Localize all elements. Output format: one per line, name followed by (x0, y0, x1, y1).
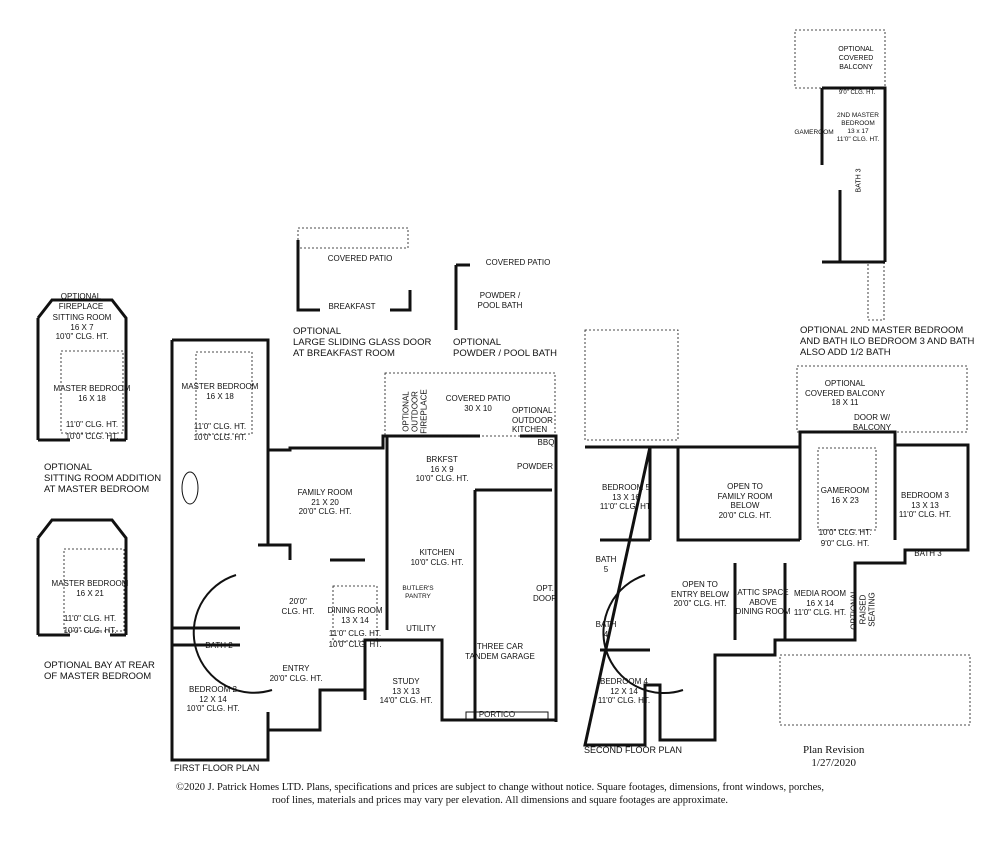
butlers-pantry-label: BUTLER'S PANTRY (402, 585, 434, 600)
powder-label: POWDER (517, 462, 553, 471)
bay-master-bedroom-label: MASTER BEDROOM 16 X 21 (51, 579, 129, 598)
attic-label: ATTIC SPACE ABOVE DINING ROOM (735, 588, 791, 616)
copyright-footer: ©2020 J. Patrick Homes LTD. Plans, speci… (176, 782, 824, 806)
pool-covered-patio-label: COVERED PATIO (485, 258, 551, 267)
dining-clg-label: 11'0" CLG. HT. 10'0" CLG. HT. (328, 629, 382, 649)
balcony-label: OPTIONAL COVERED BALCONY 18 X 11 (804, 379, 886, 407)
dining-room-label: DINING ROOM 13 X 14 (327, 606, 383, 625)
utility-label: UTILITY (406, 624, 436, 633)
outdoor-fireplace-label: OPTIONAL OUTDOOR FIREPLACE (401, 389, 429, 434)
opt2-bath-label: BATH 3 (855, 168, 863, 193)
opt-door-label: OPT. DOOR (533, 584, 557, 603)
bedroom2-label: BEDROOM 2 12 X 14 10'0" CLG. HT. (186, 685, 240, 713)
sitting-room-caption: OPTIONAL SITTING ROOM ADDITION AT MASTER… (44, 462, 162, 495)
bedroom5-label: BEDROOM 5 13 X 16 11'0" CLG. HT. (599, 483, 653, 511)
door-balcony-label: DOOR W/ BALCONY (852, 413, 892, 432)
gameroom-clg-label: 10'0" CLG. HT. 9'0" CLG. HT. (818, 528, 872, 548)
portico-label: PORTICO (478, 710, 516, 719)
open-family-label: OPEN TO FAMILY ROOM BELOW 20'0" CLG. HT. (717, 482, 773, 520)
open-entry-label: OPEN TO ENTRY BELOW 20'0" CLG. HT. (671, 580, 729, 608)
bbq-label: BBQ (537, 438, 555, 447)
family-room-label: FAMILY ROOM 21 X 20 20'0" CLG. HT. (297, 488, 353, 516)
foyer-clg-label: 20'0" CLG. HT. (281, 597, 315, 616)
optional-fireplace-label: OPTIONAL FIREPLACE (58, 292, 104, 311)
bedroom4-label: BEDROOM 4 12 X 14 11'0" CLG. HT. (597, 677, 651, 705)
bath5-label: BATH 5 (595, 555, 617, 574)
brkfst-label: BRKFST 16 X 9 10'0" CLG. HT. (415, 455, 469, 483)
pool-bath-label: POWDER / POOL BATH (477, 291, 523, 310)
option-master-clg-label: 11'0" CLG. HT. 10'0" CLG. HT. (65, 420, 119, 441)
bay-caption: OPTIONAL BAY AT REAR OF MASTER BEDROOM (44, 660, 155, 682)
raised-seating-label: OPTIONAL RAISED SEATING (849, 589, 877, 630)
option-master-bedroom-label: MASTER BEDROOM 16 X 18 (53, 384, 131, 403)
bay-master-clg-label: 11'0" CLG. HT. 10'0" CLG. HT. (63, 614, 117, 635)
opt2-clg-label: 9'0" CLG. HT. (838, 90, 876, 96)
opt-breakfast-label: BREAKFAST (328, 302, 376, 311)
opt2-gameroom-label: GAMEROOM (794, 129, 834, 136)
garage-label: THREE CAR TANDEM GARAGE (465, 642, 535, 661)
study-label: STUDY 13 X 13 14'0" CLG. HT. (379, 677, 433, 705)
plan-revision: Plan Revision 1/27/2020 (803, 744, 865, 769)
gameroom-label: GAMEROOM 16 X 23 (820, 486, 870, 505)
entry-label: ENTRY 20'0" CLG. HT. (269, 664, 323, 683)
opt-covered-patio-label: COVERED PATIO (327, 254, 393, 263)
outdoor-kitchen-label: OPTIONAL OUTDOOR KITCHEN (512, 406, 553, 434)
bedroom3-label: BEDROOM 3 13 X 13 11'0" CLG. HT. (898, 491, 952, 519)
bath2-label: BATH 2 (205, 641, 233, 650)
media-room-label: MEDIA ROOM 16 X 14 11'0" CLG. HT. (793, 589, 847, 617)
opt2-master-label: 2ND MASTER BEDROOM 13 x 17 11'0" CLG. HT… (836, 112, 880, 143)
second-floor-title: SECOND FLOOR PLAN (584, 745, 683, 755)
covered-patio-label: COVERED PATIO 30 X 10 (445, 394, 511, 413)
kitchen-label: KITCHEN 10'0" CLG. HT. (410, 548, 464, 567)
first-floor-title: FIRST FLOOR PLAN (174, 763, 260, 773)
sitting-room-label: SITTING ROOM 16 X 7 10'0" CLG. HT. (52, 313, 112, 341)
sliding-door-caption: OPTIONAL LARGE SLIDING GLASS DOOR AT BRE… (293, 326, 432, 359)
opt2-caption: OPTIONAL 2ND MASTER BEDROOM AND BATH ILO… (800, 325, 975, 358)
bath3-label: BATH 3 (914, 549, 942, 558)
master-bedroom-label: MASTER BEDROOM 16 X 18 (181, 382, 259, 401)
pool-bath-caption: OPTIONAL POWDER / POOL BATH (453, 337, 557, 359)
opt2-balcony-label: OPTIONAL COVERED BALCONY (838, 46, 874, 71)
bath4-label: BATH 4 (595, 620, 617, 639)
master-clg-label: 11'0" CLG. HT. 10'0" CLG. HT. (193, 422, 247, 442)
